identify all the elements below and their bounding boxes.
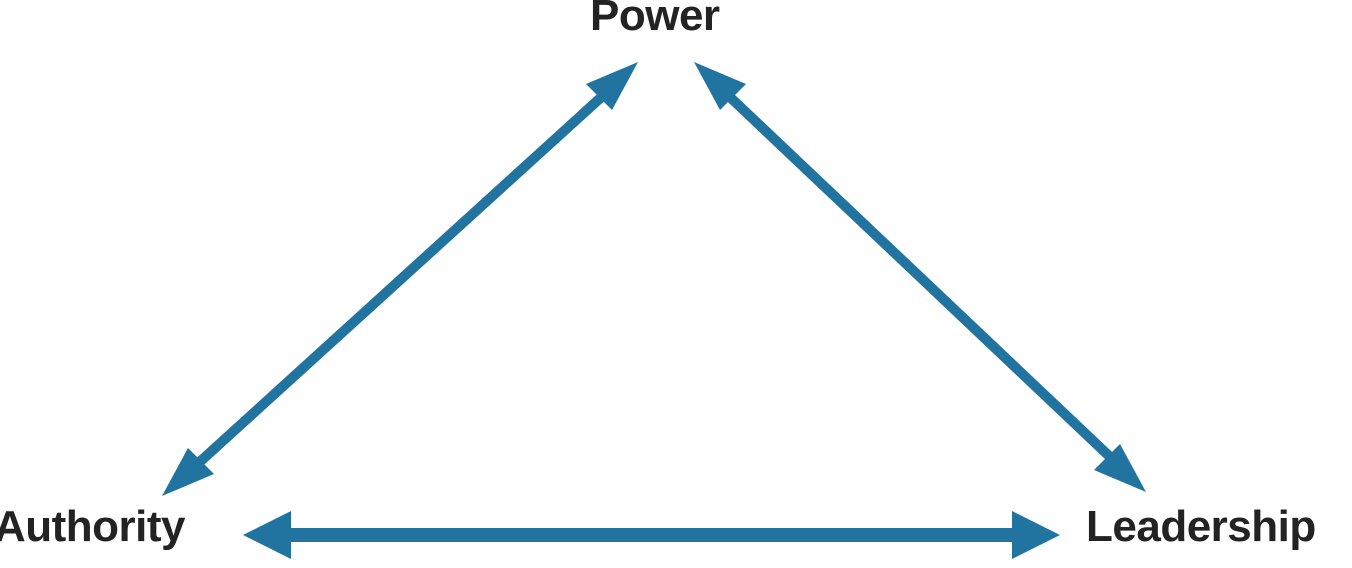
connector-authority-power bbox=[162, 62, 638, 496]
connector-authority-power-line bbox=[178, 78, 622, 482]
connector-power-leadership bbox=[694, 62, 1146, 492]
connector-authority-power-head-up bbox=[586, 62, 638, 110]
node-label-power: Power bbox=[590, 0, 720, 40]
connector-authority-leadership-head-right bbox=[1012, 511, 1060, 559]
connector-authority-power-head-down bbox=[162, 448, 214, 496]
node-label-leadership: Leadership bbox=[1086, 502, 1316, 551]
connector-authority-leadership bbox=[243, 511, 1060, 559]
connector-power-leadership-head-down bbox=[1094, 444, 1146, 492]
connector-power-leadership-line bbox=[710, 78, 1130, 476]
connector-power-leadership-head-up bbox=[694, 62, 746, 110]
node-label-authority: Authority bbox=[0, 502, 186, 551]
connector-authority-leadership-head-left bbox=[243, 511, 291, 559]
